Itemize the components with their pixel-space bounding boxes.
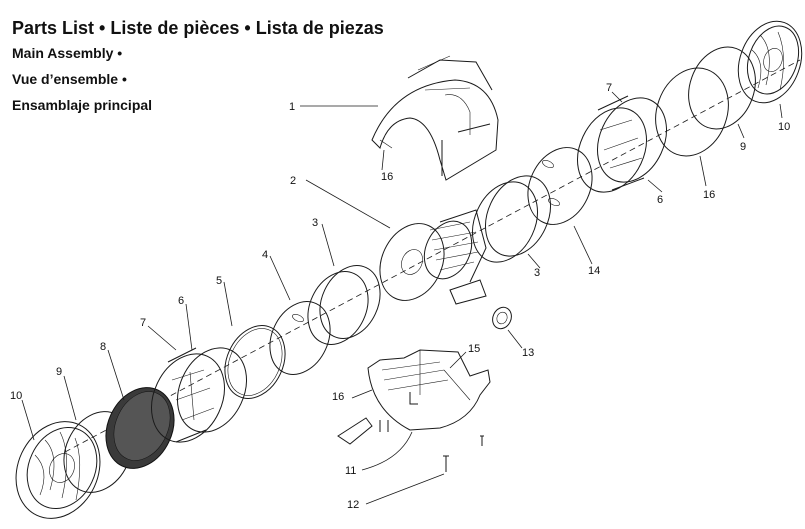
callout-12: 12 — [347, 499, 359, 511]
callout-3-right: 3 — [534, 267, 540, 279]
subtitle-ensamblaje: Ensamblaje principal — [12, 97, 153, 113]
part-ring-band-left — [307, 265, 381, 345]
callout-13: 13 — [522, 347, 534, 359]
callout-8: 8 — [100, 341, 106, 353]
callout-6-right: 6 — [657, 194, 663, 206]
part-nut-13 — [492, 306, 512, 330]
part-top-shell — [371, 55, 499, 181]
callout-16-top: 16 — [381, 171, 393, 183]
part-filter-disc-right — [688, 46, 756, 130]
page-title: Parts List • Liste de pièces • Lista de … — [12, 18, 384, 38]
callout-15: 16 — [703, 189, 715, 201]
part-filter-disc-15 — [655, 67, 729, 157]
part-housing-left — [151, 347, 247, 443]
callout-labels: 1 16 2 3 4 5 6 7 8 9 10 11 12 13 14 15 1… — [10, 82, 790, 511]
part-slotted-disc — [527, 147, 593, 225]
callout-11: 11 — [345, 465, 356, 477]
part-bottom-base — [337, 349, 491, 445]
callout-10-left: 10 — [10, 390, 22, 402]
subtitle-vue-ensemble: Vue d’ensemble • — [12, 71, 127, 87]
callout-7-right: 7 — [606, 82, 612, 94]
part-grille-cover-right — [737, 20, 803, 104]
callout-10-right: 10 — [778, 121, 790, 133]
titles-block: Parts List • Liste de pièces • Lista de … — [12, 18, 384, 122]
part-gasket-4 — [269, 301, 331, 375]
assembly-axis — [64, 59, 801, 453]
callout-14: 14 — [588, 265, 600, 277]
callout-5: 5 — [216, 275, 222, 287]
part-foam-filter — [105, 387, 175, 469]
callout-3-left: 3 — [312, 217, 318, 229]
part-screw — [443, 435, 484, 472]
part-motor — [423, 209, 487, 305]
callout-2: 2 — [290, 175, 296, 187]
part-motor-plate — [379, 223, 445, 301]
subtitle-main-assembly: Main Assembly • — [12, 45, 123, 61]
callout-4: 4 — [262, 249, 268, 261]
callout-9-right: 9 — [740, 141, 746, 153]
callout-1: 1 — [289, 101, 295, 113]
part-housing-right — [577, 95, 667, 193]
callout-7-left: 7 — [140, 317, 146, 329]
callout-16-right: 15 — [468, 343, 480, 355]
callout-6-left: 6 — [178, 295, 184, 307]
part-o-ring-5 — [224, 325, 286, 399]
part-grille-cover-left — [15, 421, 101, 519]
callout-16-left: 16 — [332, 391, 344, 403]
leader-lines — [21, 91, 783, 505]
callout-9-left: 9 — [56, 366, 62, 378]
part-ring-band-right — [472, 175, 551, 263]
